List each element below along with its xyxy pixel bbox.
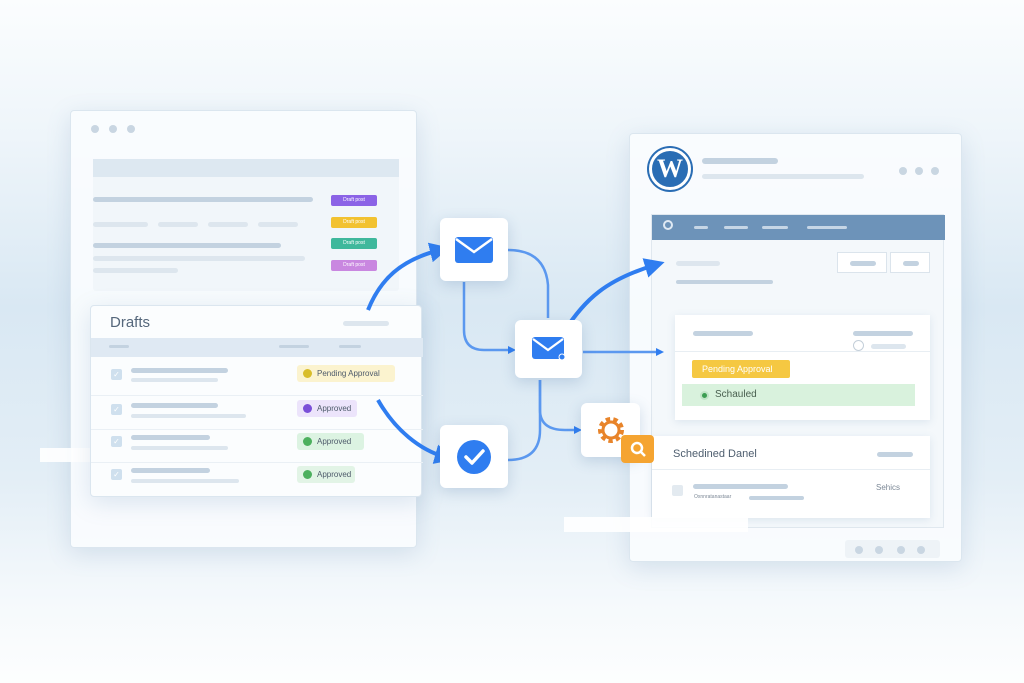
post-list-panel: Draft post Draft post Draft post Draft p… [93,159,399,291]
search-person-icon[interactable] [621,435,654,463]
panel-title: Schedined Danel [673,448,757,460]
email-node[interactable] [440,218,508,281]
table-row[interactable]: ✓ Approved [91,430,423,463]
window-dot [91,125,99,133]
scheduled-panel: Schedined Danel Oxnnratanastaar Sehics [652,436,930,518]
checkbox[interactable]: ✓ [111,469,122,480]
checkbox[interactable]: ✓ [111,369,122,380]
post-status-card: Pending Approval Schauled [675,315,930,420]
window-dot [127,125,135,133]
page-title: Drafts [110,314,151,331]
clock-icon [853,340,864,351]
connector [507,380,542,462]
status-badge: Draft post [331,260,377,271]
status-badge: Approved [297,400,357,417]
drafts-panel: Drafts ✓ Pending Approval ✓ Approved ✓ A… [90,305,423,497]
checkbox[interactable]: ✓ [111,436,122,447]
wordpress-logo: W [649,148,691,190]
status-dot [700,391,709,400]
pending-approval-badge: Pending Approval [692,360,790,378]
status-badge: Draft post [331,195,377,206]
checkbox[interactable]: ✓ [111,404,122,415]
status-badge: Approved [297,433,364,450]
arrow [376,399,455,464]
table-row[interactable]: ✓ Approved [91,396,423,430]
checkbox[interactable] [672,485,683,496]
connector [507,248,550,318]
status-badge: Draft post [331,238,377,249]
envelope-icon [531,337,565,361]
window-dot [109,125,117,133]
status-badge: Approved [297,466,355,483]
status-badge: Draft post [331,217,377,228]
wordpress-window: W Pending Approval Schauled Sc [629,133,962,562]
search-icon[interactable] [663,220,673,230]
decor-strip [564,517,748,532]
approve-node[interactable] [440,425,508,488]
table-row[interactable]: ✓ Pending Approval [91,362,423,396]
status-badge: Pending Approval [297,365,395,382]
scheduled-status: Schauled [682,384,915,406]
action-button[interactable] [890,252,930,273]
toolbar [652,215,945,240]
checkmark-icon [457,439,491,474]
dashboard-panel: Pending Approval Schauled Schedined Dane… [651,214,945,528]
gear-icon [597,417,624,443]
connector [462,282,517,355]
envelope-icon [455,236,493,263]
table-row[interactable]: ✓ Approved [91,463,423,496]
action-button[interactable] [837,252,887,273]
table-header [91,338,423,357]
email-node[interactable] [515,320,582,378]
connector [538,380,583,435]
arrow [366,242,450,311]
